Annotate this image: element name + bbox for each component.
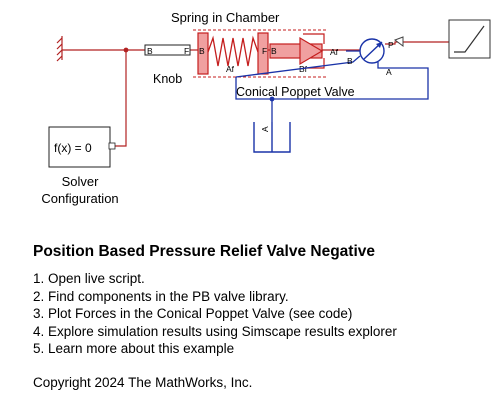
knob-port-f: F (184, 46, 189, 56)
pump-port-b: B (347, 56, 353, 66)
spring-in-chamber-block[interactable]: B Af (193, 29, 326, 78)
spring-port-b: B (199, 46, 205, 56)
steps-list: 1. Open live script. 2. Find components … (33, 270, 397, 358)
step-explore-results[interactable]: 4. Explore simulation results using Sims… (33, 323, 397, 339)
spring-port-af: Af (226, 64, 235, 74)
mechanical-reference[interactable] (56, 36, 63, 62)
hydraulic-connection-lines (235, 50, 429, 122)
conical-poppet-block[interactable]: F B Bf Af (262, 33, 339, 74)
pressure-source-block[interactable]: P B A (347, 38, 394, 77)
step-open-live-script[interactable]: 1. Open live script. (33, 271, 145, 286)
rod-port-b: B (271, 46, 277, 56)
simscape-diagram: B F Knob B Af Spring in Chamber F B Bf A… (41, 10, 491, 206)
pump-port-p: P (388, 40, 394, 50)
ramp-source-block[interactable] (448, 19, 491, 59)
input-port-arrow (393, 36, 404, 47)
poppet-port-af: Af (330, 47, 339, 57)
hydraulic-junction-dot (269, 96, 275, 102)
step-find-components[interactable]: 2. Find components in the PB valve libra… (33, 288, 289, 304)
step-plot-forces[interactable]: 3. Plot Forces in the Conical Poppet Val… (33, 306, 353, 322)
knob-label: Knob (153, 72, 182, 86)
copyright-text: Copyright 2024 The MathWorks, Inc. (33, 375, 253, 390)
solver-label-line1: Solver (62, 174, 100, 189)
knob-block[interactable]: B F (144, 44, 191, 56)
conical-poppet-valve-label: Conical Poppet Valve (236, 85, 355, 99)
example-title: Position Based Pressure Relief Valve Neg… (33, 243, 376, 260)
reservoir-port-a: A (260, 126, 270, 132)
step-learn-more[interactable]: 5. Learn more about this example (33, 341, 235, 357)
rod-port-f: F (262, 46, 267, 56)
knob-port-b: B (147, 46, 153, 56)
pump-port-a: A (386, 67, 392, 77)
solver-label-line2: Configuration (41, 191, 118, 206)
solver-expression: f(x) = 0 (54, 141, 92, 155)
solver-configuration-block[interactable]: f(x) = 0 (48, 126, 116, 168)
reservoir-block[interactable]: A (253, 122, 291, 153)
junction-dot (123, 47, 129, 53)
spring-in-chamber-label: Spring in Chamber (171, 10, 280, 25)
